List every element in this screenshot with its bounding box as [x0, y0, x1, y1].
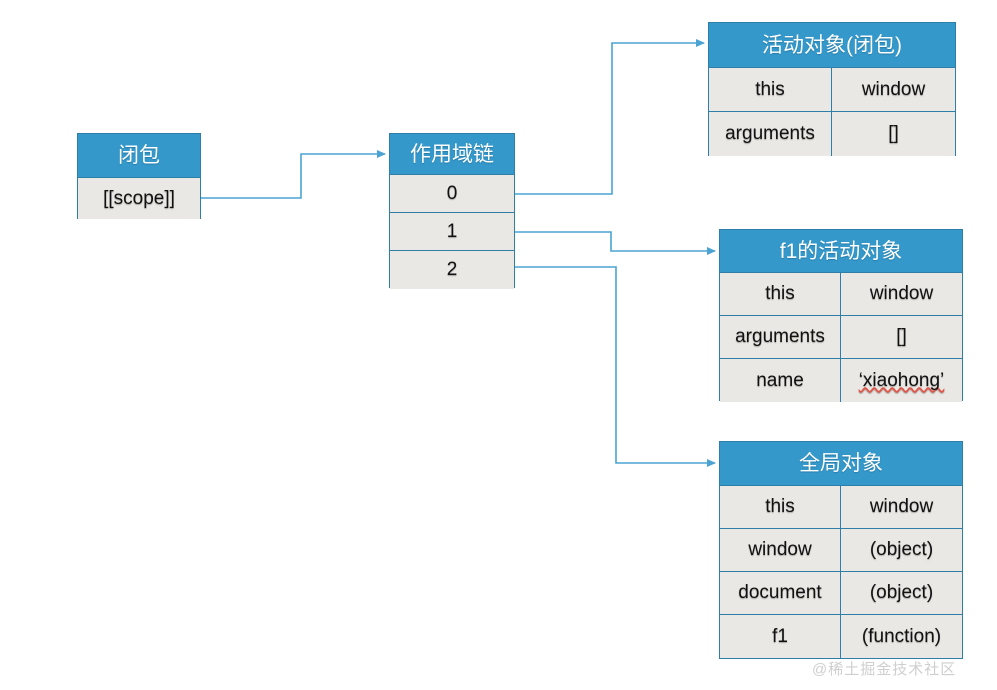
table-row: window (object) — [720, 529, 962, 572]
property-key: f1 — [720, 615, 841, 658]
closure-scope-label: [[scope]] — [103, 187, 175, 209]
closure-box-header: 闭包 — [78, 134, 200, 178]
property-value: [] — [896, 326, 907, 347]
table-row: f1 (function) — [720, 615, 962, 658]
activation-object-closure-table: 活动对象(闭包) this window arguments [] — [708, 22, 956, 156]
table-row: arguments [] — [709, 112, 955, 156]
closure-box: 闭包 [[scope]] — [77, 133, 201, 219]
property-value: window — [861, 78, 926, 100]
connector-closure-to-scopechain — [201, 150, 386, 199]
property-value: [] — [888, 123, 899, 144]
property-value: ‘xiaohong’ — [858, 369, 945, 391]
table-row: name ‘xiaohong’ — [720, 359, 962, 402]
table-row: this window — [720, 486, 962, 529]
property-value: (object) — [869, 582, 934, 603]
property-value: (object) — [869, 539, 934, 560]
scope-chain-row-1: 1 — [390, 213, 514, 251]
scope-chain-header: 作用域链 — [390, 134, 514, 175]
property-value: window — [869, 283, 934, 304]
f1-activation-object-table: f1的活动对象 this window arguments [] name ‘x… — [719, 229, 963, 402]
scope-chain-index-1: 1 — [446, 220, 458, 242]
property-key: arguments — [720, 316, 841, 358]
table-row: document (object) — [720, 572, 962, 615]
scope-chain-index-2: 2 — [446, 259, 458, 280]
connector-scope0-to-activation-closure — [515, 39, 705, 195]
activation-object-closure-header: 活动对象(闭包) — [709, 23, 955, 68]
f1-activation-object-header: f1的活动对象 — [720, 230, 962, 273]
property-key: this — [720, 273, 841, 315]
scope-chain-row-2: 2 — [390, 251, 514, 289]
connector-scope1-to-f1-activation — [515, 231, 716, 255]
property-key: arguments — [709, 112, 832, 156]
property-key: name — [720, 359, 841, 402]
global-object-header: 全局对象 — [720, 442, 962, 486]
scope-chain-row-0: 0 — [390, 175, 514, 213]
property-key: this — [709, 68, 832, 111]
closure-box-row: [[scope]] — [78, 178, 200, 219]
table-row: this window — [720, 273, 962, 316]
scope-chain-index-0: 0 — [446, 182, 458, 204]
table-row: this window — [709, 68, 955, 112]
global-object-table: 全局对象 this window window (object) documen… — [719, 441, 963, 659]
scope-chain-box: 作用域链 0 1 2 — [389, 133, 515, 289]
connector-scope2-to-global — [515, 266, 716, 467]
watermark: @稀土掘金技术社区 — [812, 661, 957, 678]
property-value: (function) — [861, 625, 942, 647]
property-key: this — [720, 486, 841, 528]
property-value: window — [869, 496, 934, 517]
table-row: arguments [] — [720, 316, 962, 359]
property-key: window — [720, 529, 841, 571]
property-key: document — [720, 572, 841, 614]
